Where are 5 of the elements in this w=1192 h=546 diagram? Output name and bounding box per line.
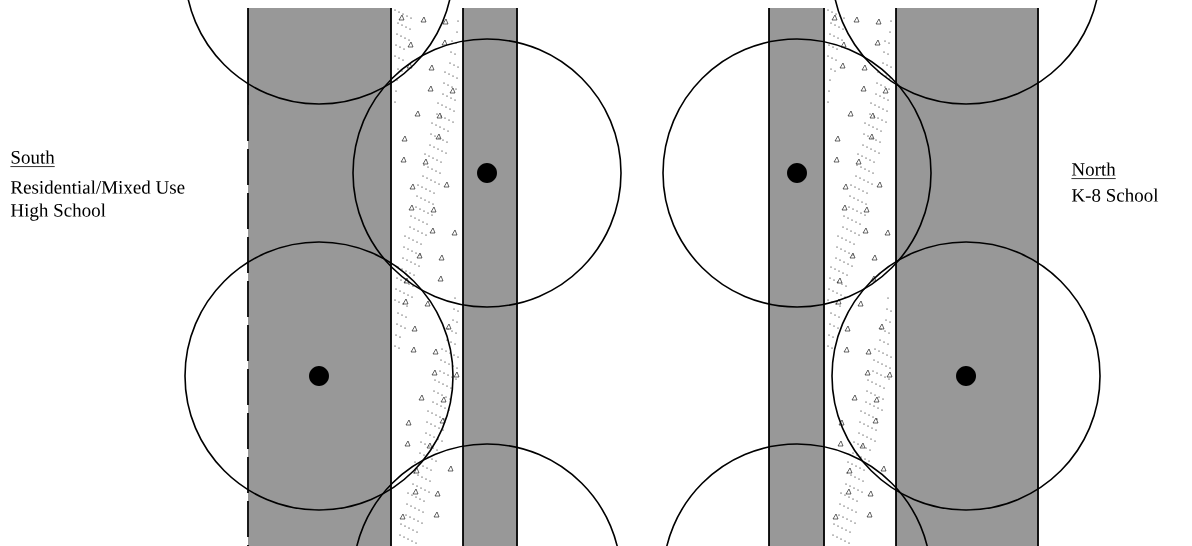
underlined-heading: South [10, 150, 56, 167]
label-text: Residential/Mixed Use [10, 180, 185, 194]
label-text: High School [10, 203, 106, 221]
underlined-heading: North [1071, 162, 1117, 179]
label-text: K-8 School [1071, 188, 1159, 202]
